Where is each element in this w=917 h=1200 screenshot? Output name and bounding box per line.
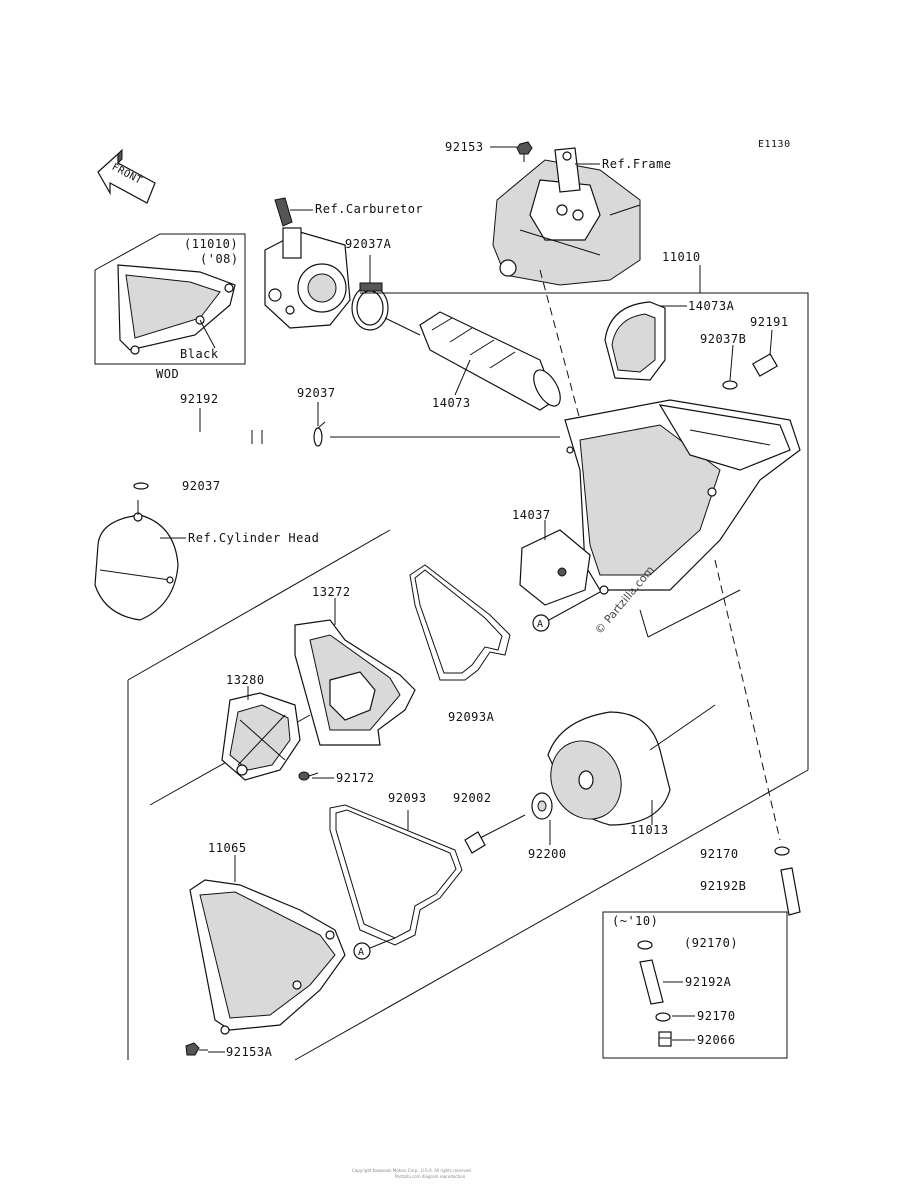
part-label-92153: 92153 <box>445 140 484 154</box>
washer-92200-icon <box>531 792 553 820</box>
bolt-92153a-icon <box>185 1042 208 1056</box>
part-label-92002: 92002 <box>453 791 492 805</box>
inset-item-3: 92170 <box>697 1009 736 1023</box>
inset-wod-model: WOD <box>156 367 179 381</box>
inset-wod-color: Black <box>180 347 219 361</box>
breather-hose-92192-drawing <box>135 430 300 483</box>
svg-text:A: A <box>358 947 365 958</box>
element-frame-13272-drawing <box>294 619 416 746</box>
air-cleaner-housing-11010-drawing <box>564 399 801 595</box>
inset-cap-icon <box>658 1031 672 1047</box>
inset-wod-box <box>94 233 246 365</box>
part-label-92093a: 92093A <box>448 710 495 724</box>
part-label-14073: 14073 <box>432 396 471 410</box>
cap-92191-icon <box>752 353 778 377</box>
marker-a-upper: A <box>532 614 550 632</box>
part-label-92172: 92172 <box>336 771 375 785</box>
part-label-92093: 92093 <box>388 791 427 805</box>
inset-hose-icon <box>639 959 664 1005</box>
svg-text:A: A <box>537 619 544 630</box>
cover-11065-drawing <box>189 879 346 1035</box>
part-label-13272: 13272 <box>312 585 351 599</box>
part-label-92170: 92170 <box>700 847 739 861</box>
part-label-14073a: 14073A <box>688 299 735 313</box>
bolt-92002-drawing <box>464 814 526 854</box>
inset-item-2: 92192A <box>685 975 732 989</box>
frame-reference-drawing <box>492 147 641 286</box>
ref-cylinder-head-label: Ref.Cylinder Head <box>188 531 319 545</box>
clamp-92037-top-icon <box>313 421 326 447</box>
clamp-92170-icon <box>774 846 790 856</box>
ref-frame-label: Ref.Frame <box>602 157 672 171</box>
footer-line-1: Copyright Kawasaki Motors Corp., U.S.A. … <box>352 1168 472 1173</box>
clamp-92037-bottom-icon <box>133 482 149 490</box>
clamp-92037b-icon <box>722 380 738 390</box>
inset-clamp-1-icon <box>637 940 653 950</box>
inset-clamp-2-icon <box>655 1012 671 1022</box>
part-label-13280: 13280 <box>226 673 265 687</box>
part-label-92037-top: 92037 <box>297 386 336 400</box>
inset-wod-year: ('08) <box>200 252 239 266</box>
carburetor-reference-drawing <box>264 197 351 329</box>
bolt-92153-icon <box>516 141 533 162</box>
part-label-14037: 14037 <box>512 508 551 522</box>
front-arrow-icon: FRONT <box>97 148 156 204</box>
element-holder-13280-drawing <box>221 692 301 781</box>
inset-10-box <box>602 911 788 1059</box>
part-label-92192: 92192 <box>180 392 219 406</box>
ref-carburetor-label: Ref.Carburetor <box>315 202 423 216</box>
screw-92172-icon <box>298 771 319 781</box>
plate-14037-drawing <box>519 529 591 606</box>
inset-wod-part-number: (11010) <box>184 237 238 251</box>
diagram-code: E1130 <box>758 139 791 150</box>
inset-10-title: (~'10) <box>612 914 658 928</box>
part-label-92200: 92200 <box>528 847 567 861</box>
boot-14073a-drawing <box>604 301 666 381</box>
filter-element-11013-drawing <box>547 711 671 826</box>
part-label-92037b: 92037B <box>700 332 746 346</box>
part-label-92037-bottom: 92037 <box>182 479 221 493</box>
part-label-92153a: 92153A <box>226 1045 273 1059</box>
part-label-11013: 11013 <box>630 823 669 837</box>
drain-hose-92192b-icon <box>780 867 801 916</box>
part-label-92191: 92191 <box>750 315 789 329</box>
part-label-11010: 11010 <box>662 250 701 264</box>
inset-item-1: (92170) <box>684 936 738 950</box>
footer-line-2: Partzilla.com diagram reproduction <box>395 1174 466 1179</box>
part-label-92192b: 92192B <box>700 879 746 893</box>
cylinder-head-reference-drawing <box>94 500 179 621</box>
gasket-92093-drawing <box>329 804 463 946</box>
marker-a-lower: A <box>353 942 371 960</box>
inset-item-4: 92066 <box>697 1033 736 1047</box>
part-label-92037a: 92037A <box>345 237 392 251</box>
part-label-11065: 11065 <box>208 841 247 855</box>
intake-duct-14073-drawing <box>419 311 561 411</box>
clamp-92037a-icon <box>351 282 389 331</box>
gasket-92093a-drawing <box>409 564 511 681</box>
